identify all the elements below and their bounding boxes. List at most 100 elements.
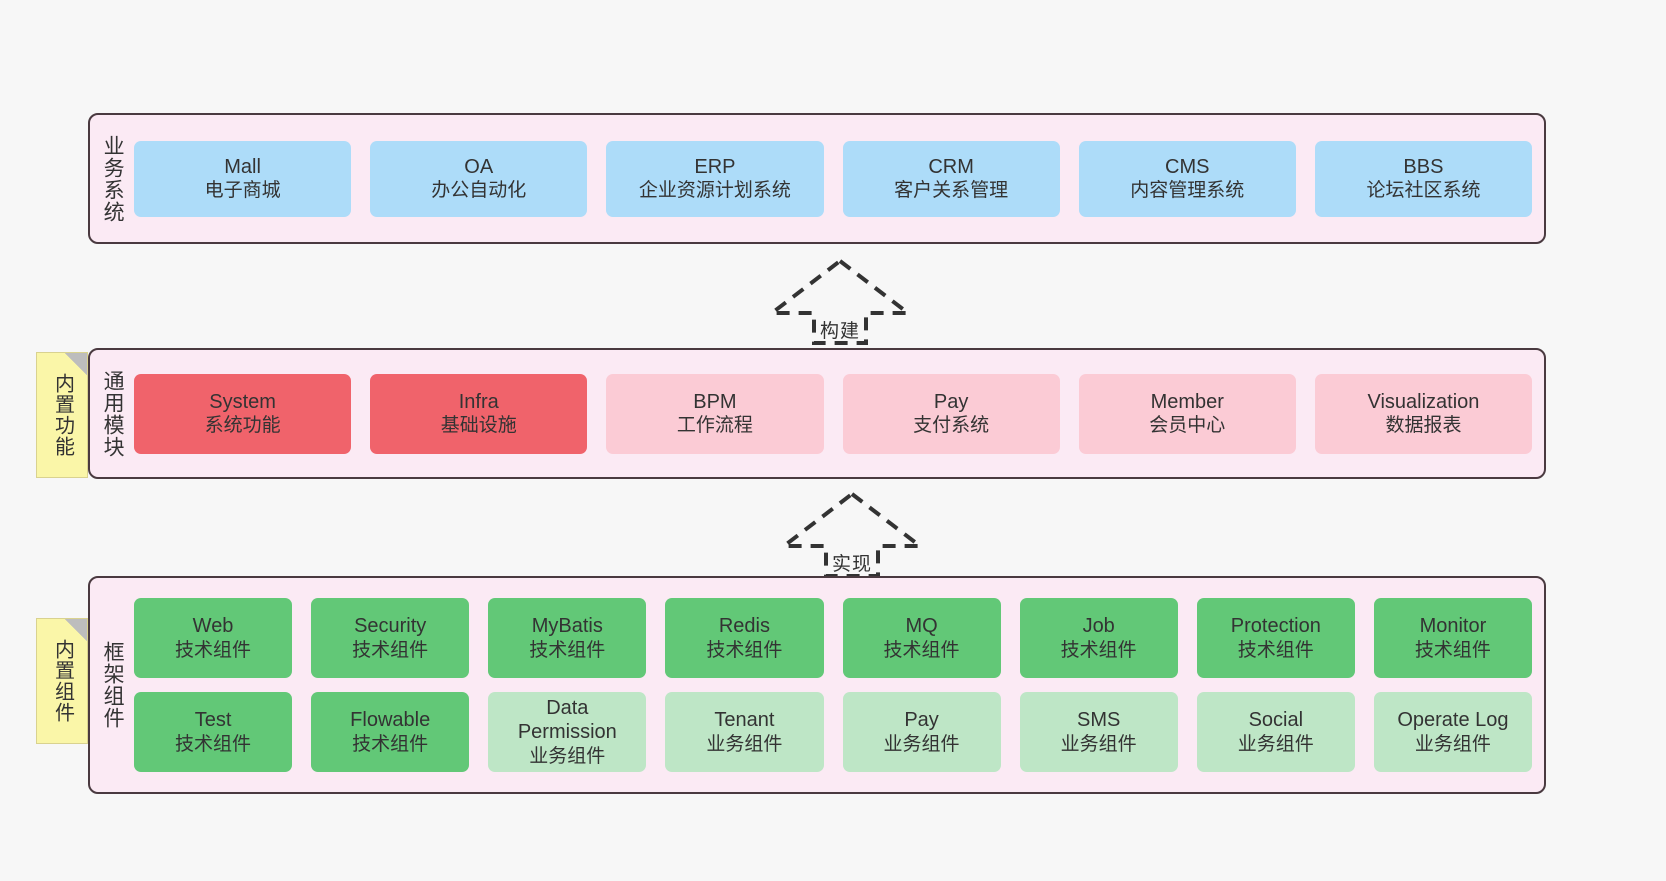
card-en-label: Tenant bbox=[714, 709, 775, 732]
component-card-social[interactable]: Social 业务组件 bbox=[1196, 692, 1355, 772]
card-cn-label: 技术组件 bbox=[352, 639, 429, 661]
card-en-label: Mall bbox=[224, 155, 261, 178]
card-cn-label: 业务组件 bbox=[1237, 733, 1314, 755]
component-card-mq[interactable]: MQ 技术组件 bbox=[842, 598, 1001, 678]
card-en-label: MyBatis bbox=[531, 615, 603, 638]
component-card-pay[interactable]: Pay 业务组件 bbox=[842, 692, 1001, 772]
note-label: 内置功能 bbox=[51, 373, 74, 457]
business-card-cms[interactable]: CMS 内容管理系统 bbox=[1078, 140, 1296, 217]
card-cn-label: 技术组件 bbox=[706, 639, 783, 661]
card-cn-label: 企业资源计划系统 bbox=[638, 180, 791, 202]
layer-body-business: Mall 电子商城 OA 办公自动化 ERP 企业资源计划系统 CRM 客户关系… bbox=[134, 115, 1544, 242]
component-card-operate-log[interactable]: Operate Log 业务组件 bbox=[1373, 692, 1532, 772]
layer-general-modules: 通用模块 System 系统功能 Infra 基础设施 BPM 工作流程 Pay… bbox=[88, 348, 1546, 479]
card-cn-label: 客户关系管理 bbox=[894, 180, 1009, 202]
business-card-mall[interactable]: Mall 电子商城 bbox=[134, 140, 352, 217]
module-card-pay[interactable]: Pay 支付系统 bbox=[842, 373, 1060, 454]
layer-title-framework: 框架组件 bbox=[101, 641, 125, 729]
arrow-implement: 实现 bbox=[772, 488, 932, 580]
module-card-bpm[interactable]: BPM 工作流程 bbox=[606, 373, 824, 454]
card-cn-label: 支付系统 bbox=[913, 415, 990, 437]
card-en-label: Social bbox=[1248, 709, 1304, 732]
business-card-bbs[interactable]: BBS 论坛社区系统 bbox=[1314, 140, 1533, 217]
note-builtin-components: 内置组件 bbox=[36, 618, 88, 744]
framework-row-business: Test 技术组件 Flowable 技术组件 Data Permission … bbox=[134, 692, 1532, 772]
business-row: Mall 电子商城 OA 办公自动化 ERP 企业资源计划系统 CRM 客户关系… bbox=[134, 140, 1533, 217]
card-en-label: OA bbox=[464, 155, 494, 178]
card-en-label: CRM bbox=[928, 155, 974, 178]
component-card-protection[interactable]: Protection 技术组件 bbox=[1196, 598, 1355, 678]
note-fold-corner-icon bbox=[65, 619, 87, 641]
card-cn-label: 论坛社区系统 bbox=[1366, 180, 1481, 202]
layer-framework-components: 框架组件 Web 技术组件 Security 技术组件 MyBatis 技术组件… bbox=[88, 576, 1546, 794]
card-en-label: Data Permission bbox=[517, 697, 617, 744]
component-card-flowable[interactable]: Flowable 技术组件 bbox=[311, 692, 470, 772]
module-card-infra[interactable]: Infra 基础设施 bbox=[370, 373, 588, 454]
card-cn-label: 办公自动化 bbox=[431, 180, 527, 202]
card-cn-label: 技术组件 bbox=[883, 639, 960, 661]
card-cn-label: 技术组件 bbox=[175, 639, 252, 661]
card-en-label: Visualization bbox=[1367, 390, 1480, 413]
layer-body-framework: Web 技术组件 Security 技术组件 MyBatis 技术组件 Redi… bbox=[134, 578, 1544, 792]
card-en-label: Member bbox=[1150, 390, 1224, 413]
card-en-label: Redis bbox=[718, 615, 770, 638]
note-label: 内置组件 bbox=[51, 639, 74, 723]
card-cn-label: 技术组件 bbox=[1060, 639, 1137, 661]
component-card-security[interactable]: Security 技术组件 bbox=[311, 598, 470, 678]
card-cn-label: 技术组件 bbox=[175, 733, 252, 755]
module-card-member[interactable]: Member 会员中心 bbox=[1078, 373, 1296, 454]
card-cn-label: 电子商城 bbox=[204, 180, 281, 202]
card-en-label: System bbox=[209, 390, 276, 413]
card-en-label: Pay bbox=[904, 709, 939, 732]
component-card-test[interactable]: Test 技术组件 bbox=[134, 692, 293, 772]
card-cn-label: 技术组件 bbox=[1414, 639, 1491, 661]
layer-title-modules: 通用模块 bbox=[101, 369, 125, 458]
module-card-system[interactable]: System 系统功能 bbox=[134, 373, 352, 454]
component-card-monitor[interactable]: Monitor 技术组件 bbox=[1373, 598, 1532, 678]
card-en-label: Operate Log bbox=[1397, 709, 1509, 732]
card-cn-label: 基础设施 bbox=[440, 415, 517, 437]
business-card-oa[interactable]: OA 办公自动化 bbox=[370, 140, 588, 217]
card-cn-label: 会员中心 bbox=[1149, 415, 1226, 437]
module-card-visualization[interactable]: Visualization 数据报表 bbox=[1314, 373, 1533, 454]
card-cn-label: 工作流程 bbox=[676, 415, 753, 437]
card-en-label: Security bbox=[354, 615, 427, 638]
note-builtin-functions: 内置功能 bbox=[36, 352, 88, 478]
business-card-crm[interactable]: CRM 客户关系管理 bbox=[842, 140, 1060, 217]
card-cn-label: 业务组件 bbox=[529, 745, 606, 767]
card-cn-label: 内容管理系统 bbox=[1130, 180, 1245, 202]
component-card-web[interactable]: Web 技术组件 bbox=[134, 598, 293, 678]
component-card-sms[interactable]: SMS 业务组件 bbox=[1019, 692, 1178, 772]
note-fold-corner-icon bbox=[65, 353, 87, 375]
hollow-arrow-up-icon bbox=[766, 258, 914, 345]
card-en-label: Job bbox=[1082, 615, 1115, 638]
card-cn-label: 业务组件 bbox=[1060, 733, 1137, 755]
arrow-implement-label: 实现 bbox=[831, 554, 872, 575]
card-cn-label: 技术组件 bbox=[352, 733, 429, 755]
component-card-mybatis[interactable]: MyBatis 技术组件 bbox=[488, 598, 647, 678]
arrow-build-label: 构建 bbox=[819, 321, 860, 342]
card-en-label: Flowable bbox=[350, 709, 431, 732]
card-cn-label: 数据报表 bbox=[1385, 415, 1462, 437]
card-en-label: SMS bbox=[1077, 709, 1121, 732]
modules-row: System 系统功能 Infra 基础设施 BPM 工作流程 Pay 支付系统… bbox=[134, 373, 1533, 454]
card-en-label: BPM bbox=[693, 390, 737, 413]
card-en-label: Web bbox=[192, 615, 234, 638]
component-card-data-permission[interactable]: Data Permission 业务组件 bbox=[488, 692, 647, 772]
card-en-label: BBS bbox=[1403, 155, 1444, 178]
component-card-job[interactable]: Job 技术组件 bbox=[1019, 598, 1178, 678]
business-card-erp[interactable]: ERP 企业资源计划系统 bbox=[606, 140, 824, 217]
layer-body-modules: System 系统功能 Infra 基础设施 BPM 工作流程 Pay 支付系统… bbox=[134, 350, 1544, 477]
card-cn-label: 业务组件 bbox=[883, 733, 960, 755]
component-card-redis[interactable]: Redis 技术组件 bbox=[665, 598, 824, 678]
card-en-label: Protection bbox=[1230, 615, 1321, 638]
card-en-label: Test bbox=[194, 709, 232, 732]
card-en-label: Monitor bbox=[1419, 615, 1487, 638]
framework-row-tech: Web 技术组件 Security 技术组件 MyBatis 技术组件 Redi… bbox=[134, 598, 1532, 678]
card-cn-label: 技术组件 bbox=[529, 639, 606, 661]
component-card-tenant[interactable]: Tenant 业务组件 bbox=[665, 692, 824, 772]
card-cn-label: 技术组件 bbox=[1237, 639, 1314, 661]
layer-title-business: 业务系统 bbox=[101, 134, 125, 223]
card-en-label: ERP bbox=[694, 155, 736, 178]
card-cn-label: 业务组件 bbox=[1414, 733, 1491, 755]
